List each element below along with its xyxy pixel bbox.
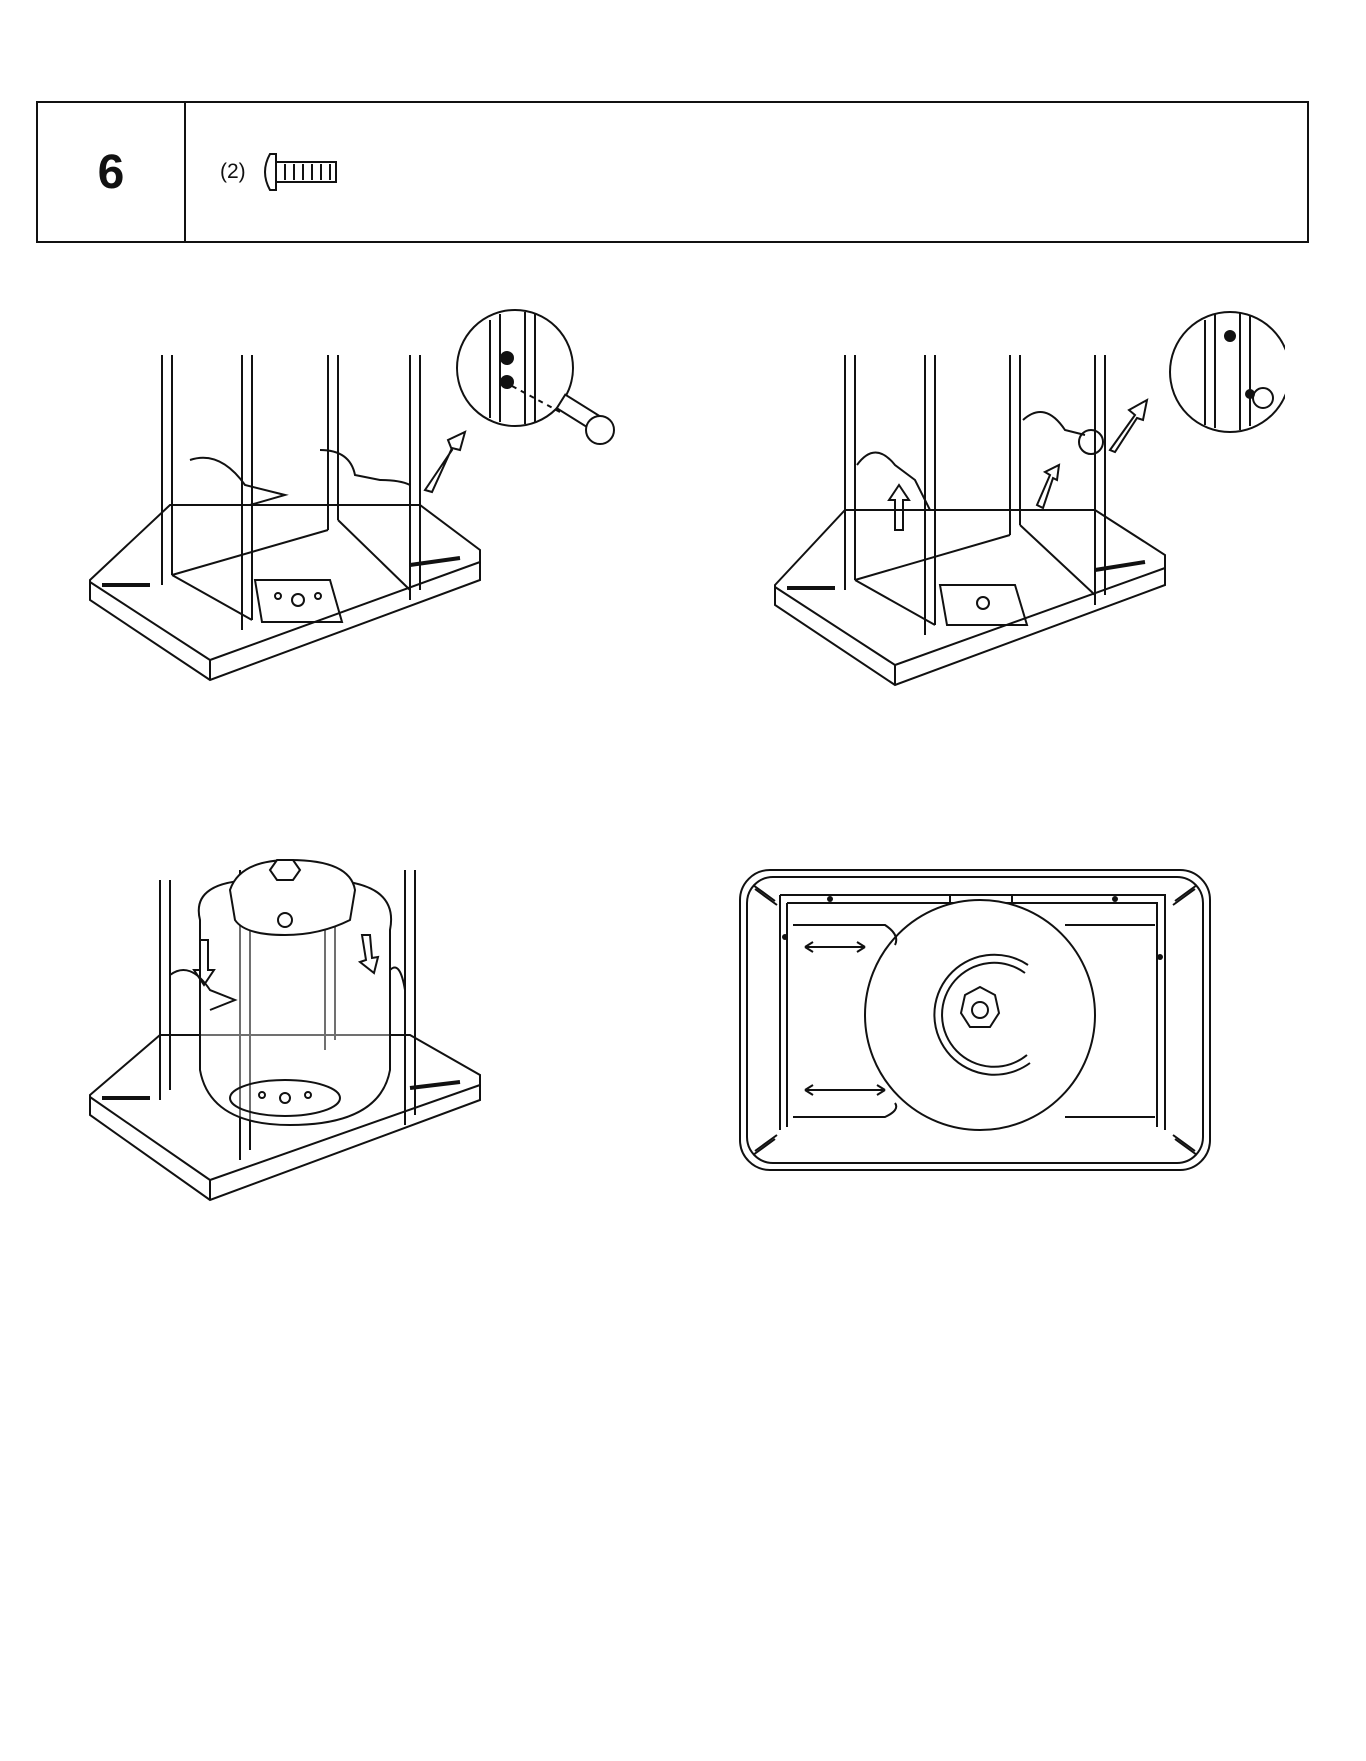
screw-icon [258, 148, 342, 196]
tank-top-view-illustration [735, 865, 1215, 1175]
step-header: 6 (2) [36, 101, 1309, 243]
hardware-list: (2) [186, 103, 342, 241]
step-number-cell: 6 [38, 103, 186, 241]
step-number: 6 [98, 145, 125, 200]
frame-screw-detail-illustration [80, 300, 640, 700]
hardware-quantity: (2) [220, 160, 246, 184]
tank-placement-illustration [80, 840, 500, 1220]
frame-hook-detail-illustration [765, 300, 1285, 700]
